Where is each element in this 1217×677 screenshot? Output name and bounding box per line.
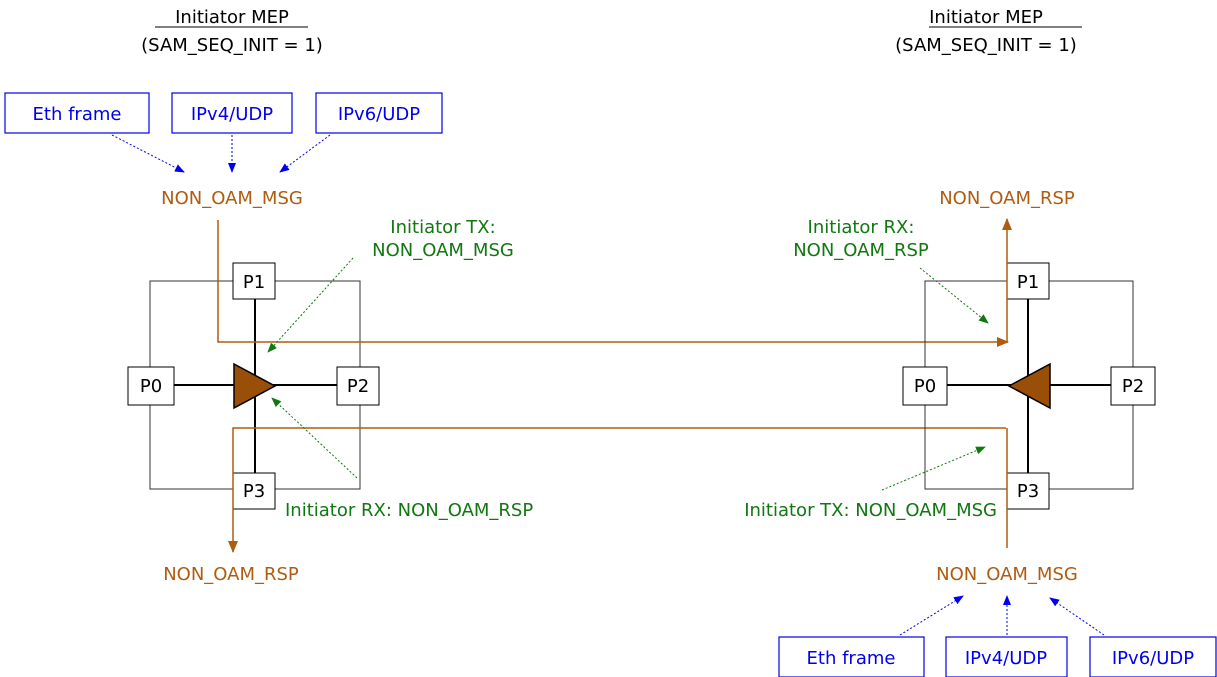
right-source-ipv4: IPv4/UDP (965, 648, 1047, 669)
right-mep: Initiator MEP (SAM_SEQ_INIT = 1) NON_OAM… (744, 7, 1217, 677)
right-tx-note-arrow (881, 446, 986, 491)
right-source-ipv6: IPv6/UDP (1112, 648, 1194, 669)
right-port-p1: P1 (1017, 272, 1039, 293)
left-port-p1: P1 (243, 272, 265, 293)
left-port-p2-box (336, 366, 380, 406)
left-port-p3: P3 (243, 481, 265, 502)
right-port-p1-box (1006, 262, 1050, 300)
left-source-eth-box (4, 92, 150, 134)
left-ipv6-arrow (279, 134, 331, 173)
left-tx-note-line2: NON_OAM_MSG (372, 240, 514, 261)
left-port-p1-box (232, 262, 276, 300)
right-mep-subtitle: (SAM_SEQ_INIT = 1) (895, 35, 1077, 56)
left-rx-note-arrow (271, 397, 358, 479)
right-rx-note-line1: Initiator RX: (808, 217, 915, 238)
left-mep-title: Initiator MEP (175, 7, 289, 28)
left-eth-arrow (111, 134, 185, 173)
left-tx-path (217, 220, 1009, 347)
right-port-p2: P2 (1122, 376, 1144, 397)
left-port-p0: P0 (140, 376, 162, 397)
right-rx-note-arrow (919, 267, 989, 324)
left-mep-subtitle: (SAM_SEQ_INIT = 1) (141, 35, 323, 56)
left-port-p0-box (127, 366, 175, 406)
left-tx-note-arrow (267, 257, 354, 353)
left-source-ipv4: IPv4/UDP (191, 104, 273, 125)
right-source-eth: Eth frame (807, 648, 896, 669)
right-port-p3: P3 (1017, 481, 1039, 502)
right-source-eth-box (778, 636, 925, 677)
right-ipv6-arrow (1049, 597, 1105, 636)
right-eth-arrow (899, 595, 964, 636)
right-port-p0-box (902, 366, 948, 406)
left-mep: Initiator MEP (SAM_SEQ_INIT = 1) Eth fra… (4, 7, 1009, 585)
left-source-ipv6: IPv6/UDP (338, 104, 420, 125)
left-source-ipv6-box (315, 92, 443, 134)
right-source-ipv6-box (1089, 636, 1217, 677)
left-port-p2: P2 (347, 376, 369, 397)
left-tx-note-line1: Initiator TX: (390, 217, 495, 238)
right-rx-note-line2: NON_OAM_RSP (793, 240, 929, 261)
right-mep-triangle (1007, 362, 1051, 410)
left-rx-note: Initiator RX: NON_OAM_RSP (285, 500, 533, 521)
right-source-ipv4-box (945, 636, 1068, 677)
right-port-p0: P0 (914, 376, 936, 397)
left-mep-triangle (233, 362, 277, 410)
right-rsp-label: NON_OAM_RSP (939, 188, 1075, 209)
right-msg-label: NON_OAM_MSG (936, 564, 1078, 585)
right-mep-title: Initiator MEP (929, 7, 1043, 28)
right-port-p2-box (1110, 366, 1156, 406)
left-rsp-label: NON_OAM_RSP (163, 564, 299, 585)
right-tx-note: Initiator TX: NON_OAM_MSG (744, 500, 997, 521)
left-msg-label: NON_OAM_MSG (161, 188, 303, 209)
left-source-ipv4-box (171, 92, 293, 134)
left-rx-path (228, 427, 1006, 553)
left-source-eth: Eth frame (33, 104, 122, 125)
